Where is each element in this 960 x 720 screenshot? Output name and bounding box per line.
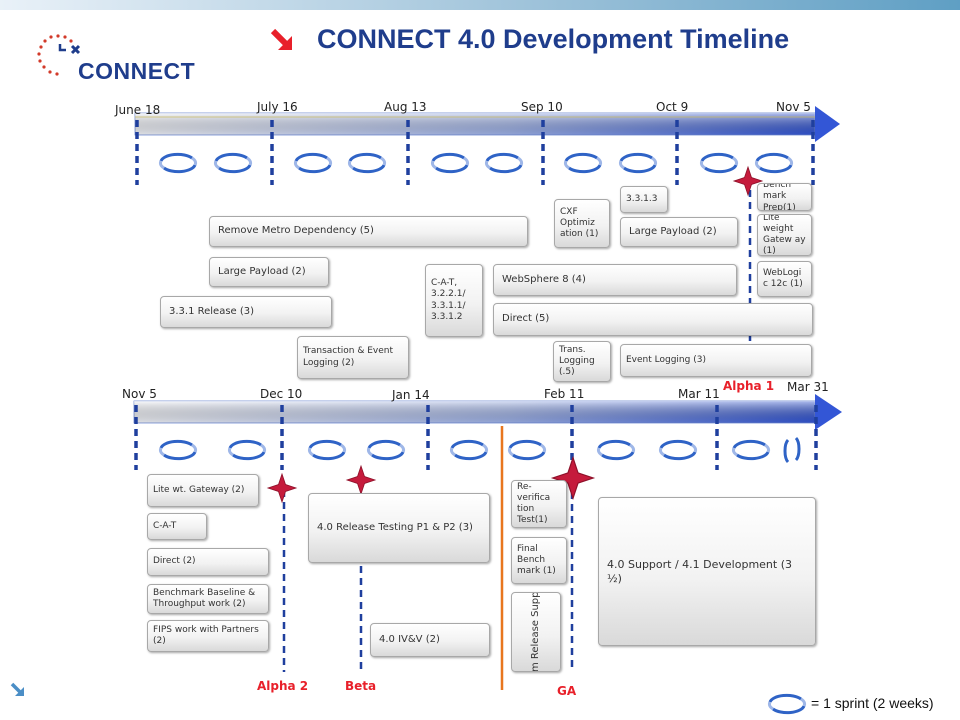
task-box: Final Bench mark (1) bbox=[511, 537, 567, 584]
date-label: Mar 11 bbox=[678, 387, 720, 401]
task-box: Bench mark Prep(1) bbox=[757, 183, 812, 211]
task-box: FIPS work with Partners (2) bbox=[147, 620, 269, 652]
task-box: Large Payload (2) bbox=[620, 217, 738, 247]
task-box: WebSphere 8 (4) bbox=[493, 264, 737, 296]
task-box: 4.0 Support / 4.1 Development (3 ½) bbox=[598, 497, 816, 646]
date-label: Dec 10 bbox=[260, 387, 303, 401]
date-label: July 16 bbox=[257, 100, 298, 114]
connect-logo-icon bbox=[37, 34, 81, 76]
task-box: Program Release Support (1) bbox=[511, 592, 561, 672]
date-label: Mar 31 bbox=[787, 380, 829, 394]
timeline-bar-bottom bbox=[133, 394, 842, 430]
milestone-alpha1: Alpha 1 bbox=[723, 379, 775, 393]
task-box: Event Logging (3) bbox=[620, 344, 812, 377]
date-label: June 18 bbox=[115, 103, 161, 117]
task-box: Lite wt. Gateway (2) bbox=[147, 474, 259, 507]
task-box: WebLogi c 12c (1) bbox=[757, 261, 812, 297]
date-label: Oct 9 bbox=[656, 100, 689, 114]
date-ticks-top bbox=[135, 120, 815, 185]
arrow-down-right-icon bbox=[270, 28, 292, 50]
logo-text: CONNECT bbox=[78, 58, 196, 84]
task-box: 4.0 IV&V (2) bbox=[370, 623, 490, 657]
date-label: Jan 14 bbox=[392, 388, 430, 402]
task-box: C-A-T bbox=[147, 513, 207, 540]
task-box: 3.3.1 Release (3) bbox=[160, 296, 332, 328]
task-box: 3.3.1.3 bbox=[620, 186, 668, 213]
arrow-down-right-icon bbox=[10, 682, 24, 696]
milestone-beta: Beta bbox=[345, 679, 377, 693]
sprints-top bbox=[158, 152, 794, 174]
task-box: Direct (2) bbox=[147, 548, 269, 576]
sprint-cycle-icon bbox=[767, 693, 807, 715]
task-box: 4.0 Release Testing P1 & P2 (3) bbox=[308, 493, 490, 563]
task-box: CXF Optimiz ation (1) bbox=[554, 199, 610, 248]
milestone-ga: GA bbox=[557, 684, 577, 698]
date-label: Nov 5 bbox=[122, 387, 157, 401]
timeline-bar-top bbox=[134, 106, 840, 142]
task-box: Benchmark Baseline & Throughput work (2) bbox=[147, 584, 269, 614]
task-box: Re- verifica tion Test(1) bbox=[511, 480, 567, 528]
task-box: Remove Metro Dependency (5) bbox=[209, 216, 528, 247]
legend-text: = 1 sprint (2 weeks) bbox=[811, 695, 934, 711]
task-box: Large Payload (2) bbox=[209, 257, 329, 287]
date-label: Feb 11 bbox=[544, 387, 585, 401]
task-box: Lite weight Gatew ay (1) bbox=[757, 214, 812, 256]
task-box: Transaction & Event Logging (2) bbox=[297, 336, 409, 379]
sprints-bottom bbox=[158, 436, 801, 464]
task-box: Trans. Logging (.5) bbox=[553, 341, 611, 382]
task-box: C-A-T, 3.2.2.1/ 3.3.1.1/ 3.3.1.2 bbox=[425, 264, 483, 337]
task-label: Program Release Support (1) bbox=[529, 592, 541, 672]
task-box: Direct (5) bbox=[493, 303, 813, 336]
date-label: Sep 10 bbox=[521, 100, 563, 114]
date-label: Aug 13 bbox=[384, 100, 427, 114]
header-band bbox=[0, 0, 960, 10]
milestone-lines bbox=[282, 480, 574, 672]
page-title: CONNECT 4.0 Development Timeline bbox=[317, 24, 790, 54]
milestone-alpha2: Alpha 2 bbox=[257, 679, 309, 693]
date-label: Nov 5 bbox=[776, 100, 811, 114]
